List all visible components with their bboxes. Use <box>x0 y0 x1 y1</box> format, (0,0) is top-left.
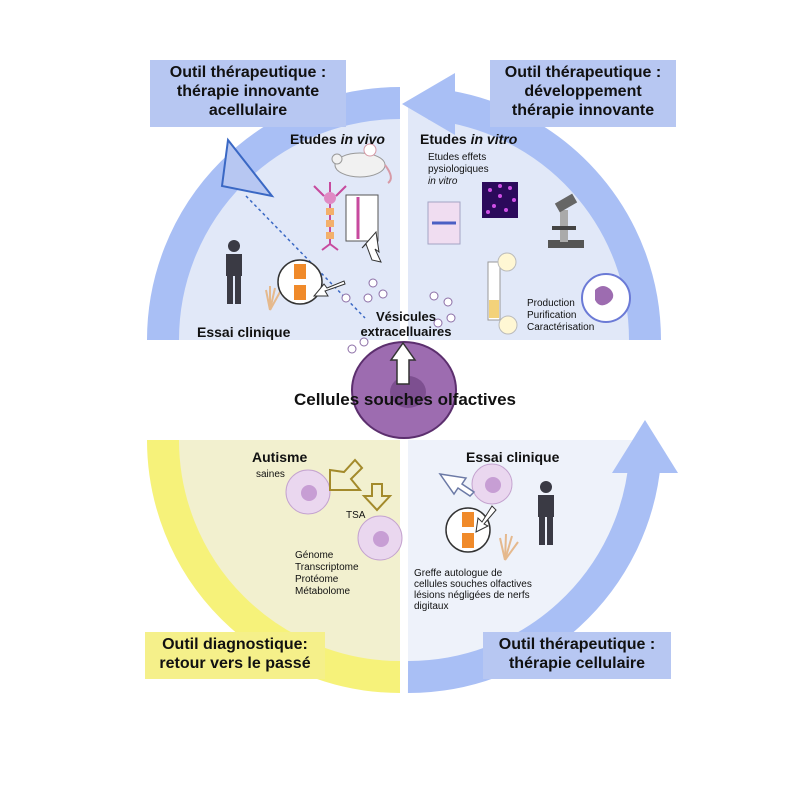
omics-list: Génome Transcriptome Protéome Métabolome <box>295 550 359 598</box>
effects-line: in vitro <box>428 176 458 187</box>
production-steps-label: Production Purification Caractérisation <box>527 298 594 334</box>
box-line: thérapie innovante <box>176 83 320 100</box>
clinical-trial-label-bottom: Essai clinique <box>466 449 560 465</box>
fluorescence-dots <box>486 184 516 214</box>
neuron-icon <box>313 182 347 251</box>
zoom-arrow-icon <box>361 230 382 263</box>
protein-icon <box>595 286 614 306</box>
in-vivo-prefix: Etudes <box>290 131 341 147</box>
graft-line: digitaux <box>414 601 449 612</box>
arrowhead-top-icon <box>402 73 455 135</box>
in-vitro-heading: Etudes in vitro <box>420 131 517 147</box>
omics-item: Génome <box>295 550 334 561</box>
rat-brain-badge-icon <box>363 143 377 157</box>
tsa-cell-nucleus-icon <box>373 531 389 547</box>
in-vitro-italic: in vitro <box>470 131 518 147</box>
up-arrow-icon <box>389 341 417 385</box>
graft-line: Greffe autologue de <box>414 568 503 579</box>
graft-arrow-icon <box>475 505 497 533</box>
arrow-down-left-icon-1 <box>329 458 364 491</box>
therapeutic-development-box: Outil thérapeutique : développement thér… <box>490 60 676 127</box>
ring-bottom-left-arc <box>147 439 401 693</box>
person-icon-top-left <box>226 240 242 304</box>
healthy-cell-nucleus-icon <box>301 485 317 501</box>
quadrant-top-right-bg <box>408 103 645 340</box>
step-characterisation: Caractérisation <box>527 322 595 333</box>
nerve-zoom-box-icon <box>345 194 379 242</box>
in-vivo-heading: Etudes in vivo <box>290 131 385 147</box>
omics-item: Métabolome <box>295 586 351 597</box>
nerve-lesion-gap <box>294 279 306 285</box>
omics-item: Transcriptome <box>295 562 359 573</box>
ring-bottom-right-arc <box>407 458 661 694</box>
graft-description: Greffe autologue de cellules souches olf… <box>414 568 532 612</box>
clinical-cell-nucleus-icon <box>485 477 501 493</box>
graft-line: lésions négligées de nerfs <box>414 590 530 601</box>
box-line: développement <box>524 83 642 100</box>
ring-top-right-arc <box>428 88 661 341</box>
pointer-triangle-icon <box>220 137 275 198</box>
therapeutic-acellular-box: Outil thérapeutique : thérapie innovante… <box>150 60 346 127</box>
vesicles-line: Vésicules <box>376 309 436 324</box>
rat-icon <box>331 152 392 184</box>
cell-arrow-icon <box>438 472 476 497</box>
graft-line: cellules souches olfactives <box>414 579 532 590</box>
healthy-label: saines <box>256 469 285 480</box>
omics-item: Protéome <box>295 574 339 585</box>
cell-therapy-box: Outil thérapeutique : thérapie cellulair… <box>483 632 671 679</box>
box-line: Outil thérapeutique : <box>498 636 656 653</box>
box-line: thérapie innovante <box>511 102 655 119</box>
lens-arrow-icon <box>312 280 346 297</box>
center-title: Cellules souches olfactives <box>293 390 517 409</box>
clinical-trial-label-top: Essai clinique <box>197 324 291 340</box>
in-vitro-prefix: Etudes <box>420 131 471 147</box>
diagnostic-box: Outil diagnostique: retour vers le passé <box>145 632 325 679</box>
in-vivo-italic: in vivo <box>340 131 385 147</box>
effects-line: Etudes effets <box>428 152 487 163</box>
quadrant-bottom-left-bg <box>163 440 400 677</box>
quadrant-bottom-right-bg <box>408 440 645 677</box>
arrowhead-right-icon <box>612 420 678 473</box>
dotted-line <box>245 195 366 319</box>
hand-icon-top-left <box>265 286 281 311</box>
box-line: Outil thérapeutique : <box>169 64 327 81</box>
hand-icon-bottom-right <box>499 533 519 561</box>
vesicles-label: Vésicules extracelluaires <box>356 309 456 339</box>
vesicle-lens-icon-1 <box>497 252 517 272</box>
step-purification: Purification <box>527 310 577 321</box>
tsa-label: TSA <box>346 510 366 521</box>
person-icon-bottom-right <box>538 481 554 545</box>
test-tube-icon <box>487 261 501 321</box>
vesicle-lens-icon-2 <box>498 315 518 335</box>
box-line: thérapie cellulaire <box>508 655 646 672</box>
box-line: acellulaire <box>208 102 288 119</box>
effects-line: pysiologiques <box>428 164 489 175</box>
step-production: Production <box>527 298 575 309</box>
vesicles-icon <box>341 278 456 354</box>
arrow-down-icon-2 <box>361 483 393 512</box>
microscope-icon <box>548 193 584 248</box>
box-line: Outil thérapeutique : <box>504 64 662 81</box>
box-line: retour vers le passé <box>159 655 311 672</box>
box-line: Outil diagnostique: <box>162 636 308 653</box>
autism-heading: Autisme <box>252 449 308 465</box>
vesicles-line: extracelluaires <box>360 324 452 339</box>
graft-nerve-gap <box>462 527 474 533</box>
physiological-effects-label: Etudes effets pysiologiques in vitro <box>428 152 489 188</box>
